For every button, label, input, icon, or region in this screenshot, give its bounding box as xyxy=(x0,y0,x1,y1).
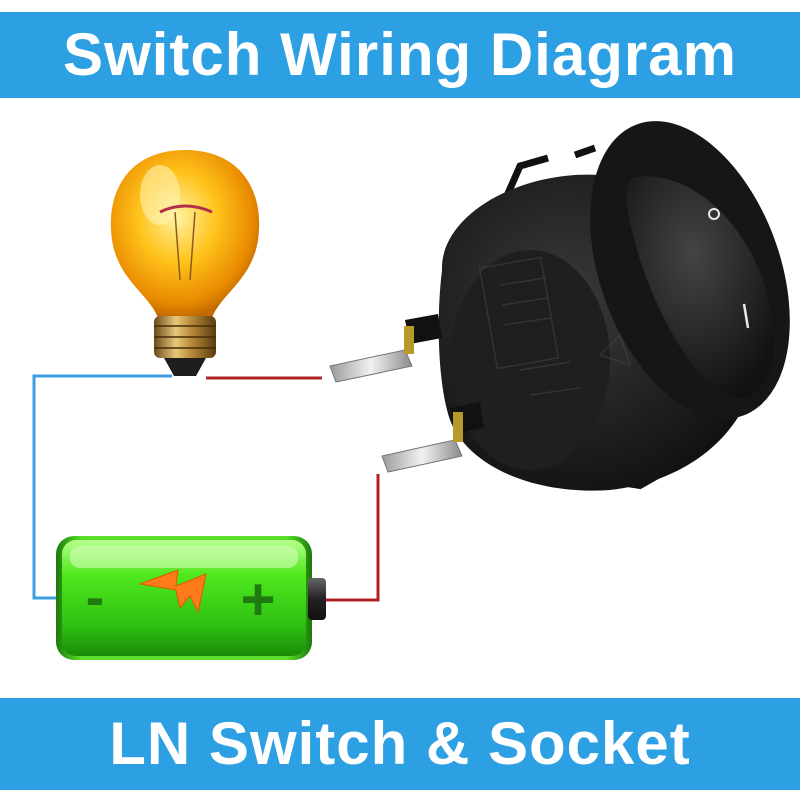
wires xyxy=(32,374,380,602)
product-title: LN Switch & Socket xyxy=(109,710,691,777)
blue-wire xyxy=(32,374,172,600)
diagram-title: Switch Wiring Diagram xyxy=(63,21,737,88)
switch-terminal-top xyxy=(329,314,442,383)
battery-minus-label: - xyxy=(86,565,105,628)
footer-banner: LN Switch & Socket xyxy=(0,698,800,790)
red-wire-bottom xyxy=(325,474,380,602)
rocker-switch-icon xyxy=(329,121,790,491)
light-bulb-icon xyxy=(110,150,260,376)
battery-plus-label: + xyxy=(240,566,275,633)
lightning-bolt-icon xyxy=(138,569,207,614)
switch-terminal-bottom xyxy=(381,402,484,473)
battery-icon: - + xyxy=(56,536,326,660)
header-banner: Switch Wiring Diagram xyxy=(0,12,800,98)
